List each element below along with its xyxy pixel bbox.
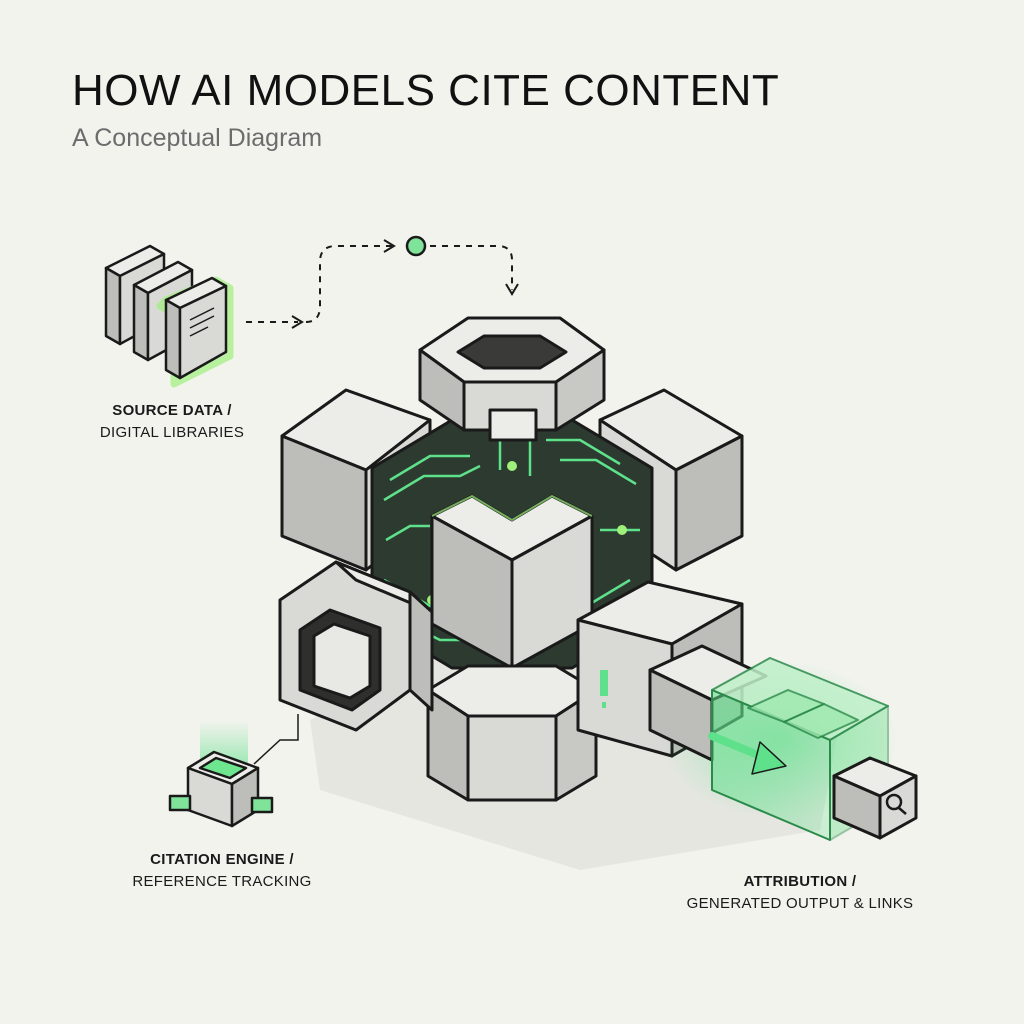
citation-engine-title: CITATION ENGINE / bbox=[112, 849, 332, 871]
attribution-label: ATTRIBUTION / GENERATED OUTPUT & LINKS bbox=[660, 871, 940, 915]
arrow-down-icon bbox=[506, 284, 518, 294]
attribution-subtitle: GENERATED OUTPUT & LINKS bbox=[660, 893, 940, 915]
source-data-label: SOURCE DATA / DIGITAL LIBRARIES bbox=[72, 400, 272, 444]
hub-block-bottom bbox=[428, 666, 596, 800]
source-data-title: SOURCE DATA / bbox=[72, 400, 272, 422]
attribution-title: ATTRIBUTION / bbox=[660, 871, 940, 893]
citation-engine-label: CITATION ENGINE / REFERENCE TRACKING bbox=[112, 849, 332, 893]
source-books bbox=[106, 246, 230, 384]
flow-node bbox=[407, 237, 425, 255]
citation-engine-subtitle: REFERENCE TRACKING bbox=[112, 871, 332, 893]
source-data-subtitle: DIGITAL LIBRARIES bbox=[72, 422, 272, 444]
data-flow-path bbox=[246, 246, 512, 322]
citation-engine-chip bbox=[170, 714, 298, 826]
